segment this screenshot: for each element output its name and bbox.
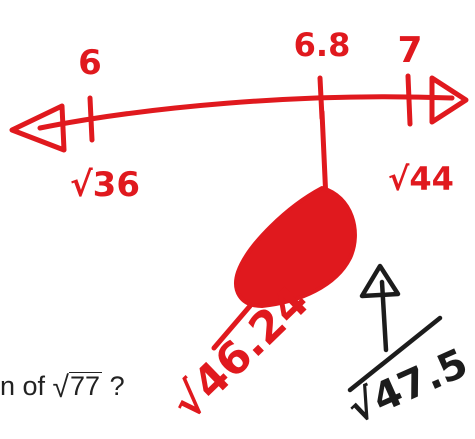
left-arrowhead [9, 103, 67, 153]
right-arrowhead [429, 75, 469, 125]
black-diagonal-stroke [347, 315, 443, 393]
radicand-77: 77 [69, 371, 103, 401]
red-diagonal-stroke [211, 303, 253, 351]
question-fragment: n of √77 ? [0, 369, 125, 404]
black-arrowhead [359, 263, 401, 299]
black-arrow-shaft [379, 279, 389, 353]
tick-label-sqrt-36: √36 [70, 165, 140, 205]
tick-mark-6 [87, 95, 95, 143]
tick-label-6: 6 [78, 43, 102, 83]
black-estimate-label: √47.5 [341, 340, 474, 433]
tick-label-7: 7 [397, 30, 422, 71]
number-line [37, 94, 455, 131]
question-prefix: n of [0, 371, 53, 401]
tick-mark-7 [405, 73, 413, 127]
radical-sign: √ [52, 371, 70, 404]
pointer-line [319, 109, 329, 203]
tick-label-6-8: 6.8 [294, 26, 351, 64]
tick-label-sqrt-44: √44 [388, 160, 454, 198]
filled-arrow-blob [234, 186, 357, 308]
question-suffix: ? [102, 371, 125, 401]
